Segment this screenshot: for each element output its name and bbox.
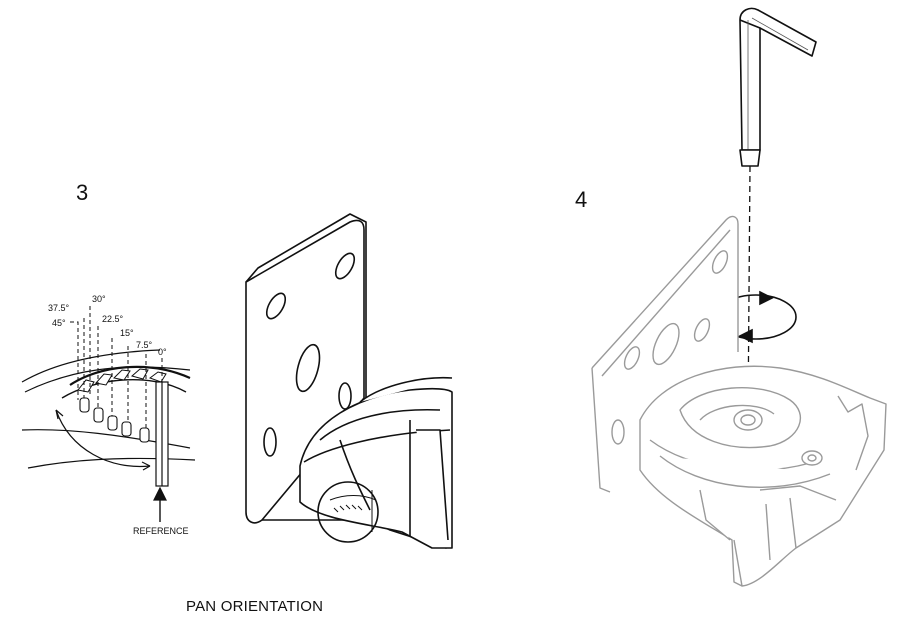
pan-orientation-caption: PAN ORIENTATION [186, 598, 324, 615]
wall-bracket-step-4 [591, 215, 887, 587]
angle-label-45: 45° [52, 318, 66, 328]
angle-label-22-5: 22.5° [102, 314, 124, 324]
angle-label-0: 0° [158, 347, 167, 357]
hex-key [739, 7, 817, 421]
wall-bracket-step-3 [245, 213, 453, 549]
angle-label-7-5: 7.5° [136, 340, 153, 350]
step-4-number: 4 [575, 187, 588, 212]
reference-label: REFERENCE [133, 526, 189, 536]
angle-label-37-5: 37.5° [48, 303, 70, 313]
step-3-number: 3 [76, 180, 89, 205]
angle-label-15: 15° [120, 328, 134, 338]
angle-label-30: 30° [92, 294, 106, 304]
pan-angle-detail [21, 306, 196, 522]
